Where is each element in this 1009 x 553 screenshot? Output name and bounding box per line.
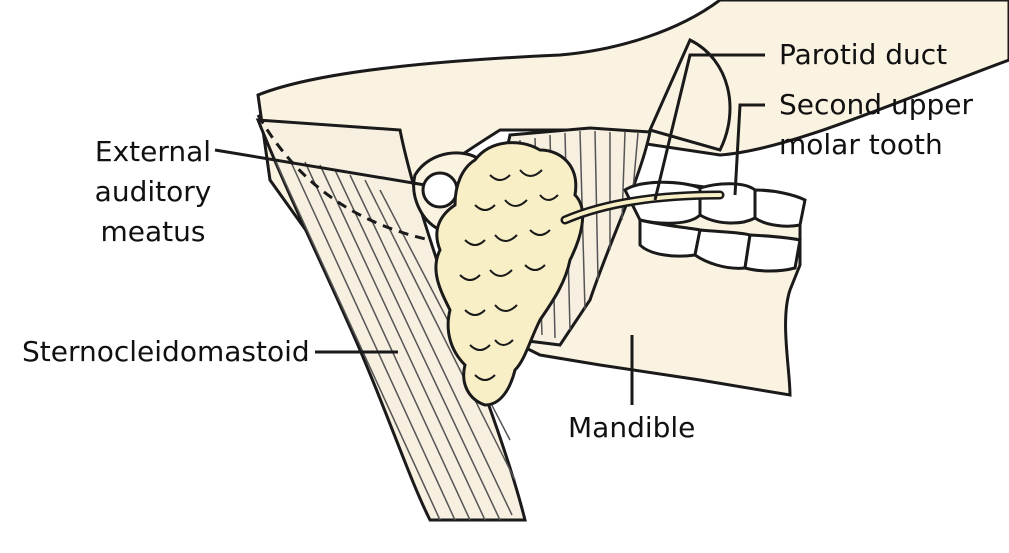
mastoid-dashed-outline [256,114,431,242]
parotid-duct-label: Parotid duct [779,38,948,71]
external-auditory-meatus [421,171,459,209]
upper-molar-3 [753,188,807,228]
parotid-duct-lumen [563,193,722,222]
ear-label-line3: meatus [100,215,206,248]
molar-label-line2: molar tooth [779,128,943,161]
parotid-duct-leader [653,53,765,201]
upper-molar-2 [698,182,757,225]
molar-leader [733,103,765,196]
ear-label: External auditory meatus [88,132,218,252]
ear-label-line1: External [94,135,212,168]
zygomatic-region [647,37,732,152]
parotid-gland [434,141,585,407]
scm-fibers [274,159,516,521]
ear-label-line2: auditory [94,175,212,208]
mandible-label: Mandible [568,411,696,444]
gland-lobules [459,169,559,381]
molar-label: Second upper molar tooth [779,85,973,165]
molar-label-line1: Second upper [779,88,973,121]
ear-leader [214,148,426,187]
leader-lines [214,53,765,405]
lower-molar-3 [743,233,802,273]
sternocleidomastoid-label: Sternocleidomastoid [22,335,310,368]
